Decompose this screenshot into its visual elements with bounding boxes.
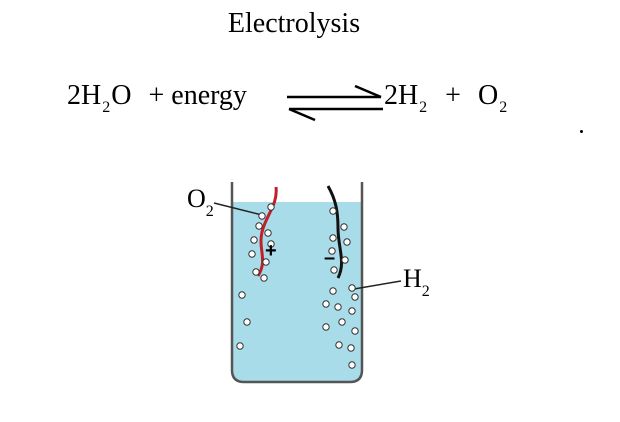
- hydrogen-label: H2: [403, 264, 430, 300]
- anode-wire: [256, 186, 278, 277]
- cathode-wire: [326, 185, 344, 279]
- oxygen-pointer: [213, 202, 263, 216]
- reactant-water: 2H2O: [67, 80, 132, 116]
- cathode-minus-sign: –: [324, 247, 336, 269]
- stray-dot: [580, 130, 583, 133]
- energy-term: + energy: [148, 80, 247, 111]
- anode-plus-sign: +: [265, 240, 277, 262]
- water: [232, 202, 362, 382]
- equilibrium-arrow-icon: [287, 84, 383, 122]
- plus-sign: +: [445, 80, 461, 111]
- products: 2H2 + O2: [383, 80, 508, 116]
- hydrogen-pointer: [353, 280, 402, 290]
- beaker-outline: [230, 182, 364, 384]
- product-hydrogen: 2H2: [383, 80, 428, 116]
- gas-bubbles: [236, 203, 359, 369]
- product-oxygen: O2: [477, 80, 508, 116]
- oxygen-label: O2: [187, 184, 214, 220]
- diagram-title: Electrolysis: [227, 8, 361, 39]
- chemical-equation: 2H2O + energy 2H2 + O2: [67, 80, 508, 117]
